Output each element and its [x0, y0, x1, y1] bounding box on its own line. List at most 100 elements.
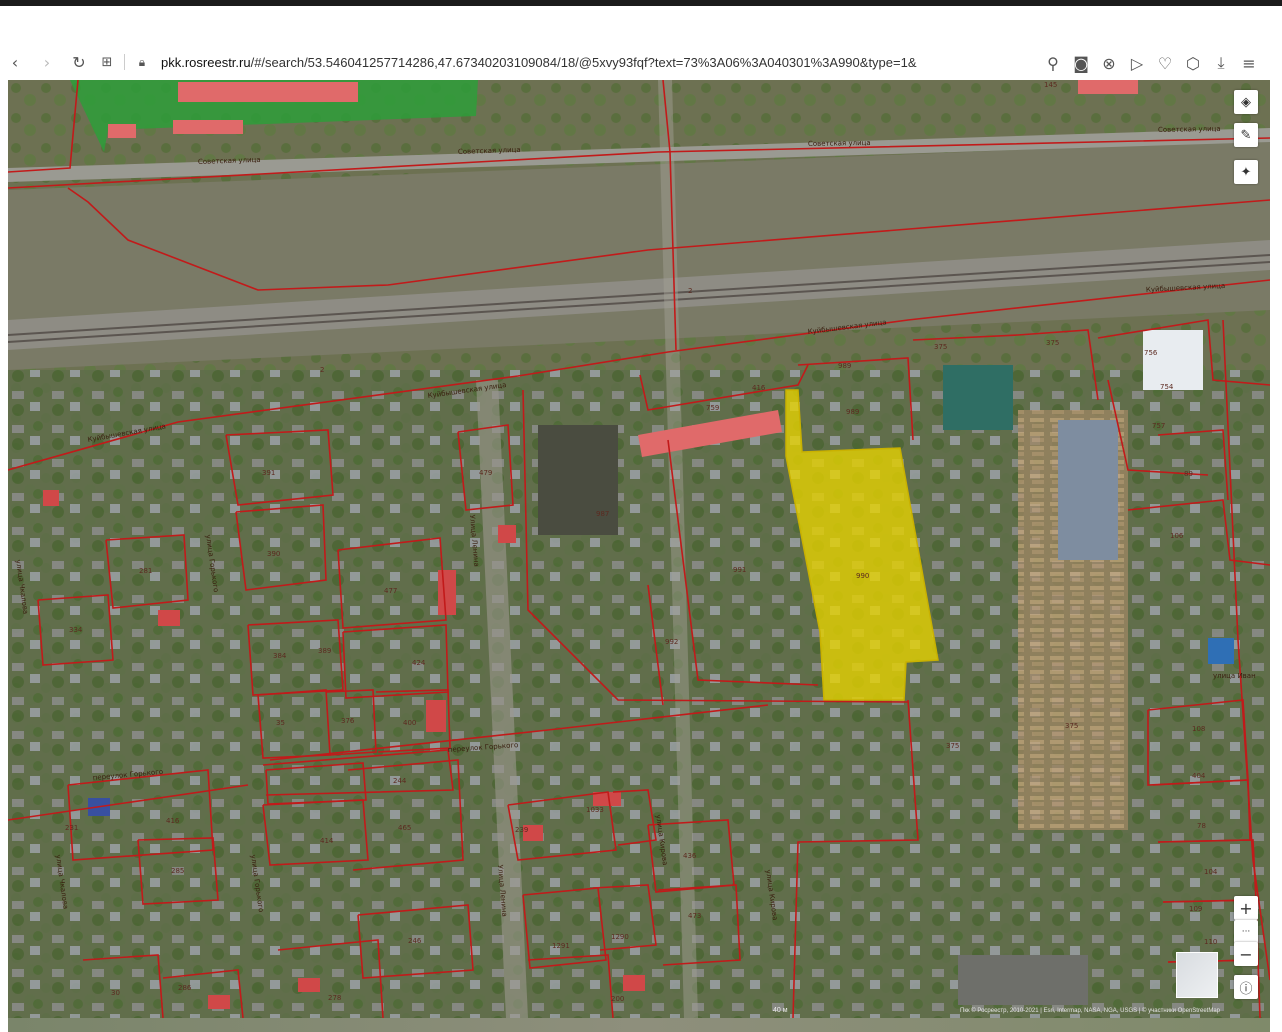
parcel-label[interactable]: 35 [276, 719, 285, 727]
back-icon[interactable]: ‹ [11, 52, 19, 72]
download-icon[interactable]: ⤓ [1217, 53, 1225, 72]
parcel-label[interactable]: 384 [273, 652, 287, 660]
map-overflow-strip [8, 1018, 1270, 1032]
dots-icon: ··· [1241, 927, 1251, 937]
parcel-label[interactable]: 78 [1197, 822, 1206, 830]
parcel-label[interactable]: 231 [65, 824, 78, 832]
camera-icon[interactable]: ◙ [1073, 53, 1089, 73]
street-label: Советская улица [808, 139, 871, 148]
minimap[interactable] [1176, 952, 1218, 998]
parcel-label[interactable]: 391 [262, 469, 275, 477]
parcel-label[interactable]: 30 [111, 989, 120, 997]
green-parcel[interactable] [70, 80, 478, 152]
parcel-label[interactable]: 389 [318, 647, 331, 655]
parcel-label[interactable]: 375 [946, 742, 959, 750]
parcel-label[interactable]: 479 [479, 469, 492, 477]
lock-icon[interactable]: 🔒︎ [138, 54, 146, 69]
toolbar-actions: ⚲ ◙ ⊗ ▷ ♡ ⬡ ⤓ ≡ [1042, 52, 1260, 74]
parcel-label[interactable]: 477 [384, 587, 397, 595]
parcel-label[interactable]: 108 [1192, 725, 1205, 733]
parcel-label[interactable]: 400 [403, 719, 416, 727]
street-label: Советская улица [458, 146, 521, 156]
parcel-label[interactable]: 334 [69, 626, 83, 634]
parcel-label[interactable]: 414 [320, 837, 334, 845]
parcel-label[interactable]: 286 [178, 984, 192, 992]
parcel-label[interactable]: 1290 [611, 933, 629, 941]
map-canvas: 990 989 989 987 991 992 479 391 390 281 … [8, 80, 1270, 1018]
selected-parcel-990[interactable] [785, 389, 939, 701]
parcel-label-selected[interactable]: 990 [856, 572, 869, 580]
top-border [0, 0, 1282, 6]
more-button[interactable]: ··· [1234, 920, 1258, 944]
draw-button[interactable]: ✎ [1234, 123, 1258, 147]
parcel-label[interactable]: 987 [596, 510, 609, 518]
parcel-label[interactable]: 473 [688, 912, 701, 920]
parcel-label[interactable]: 285 [171, 867, 184, 875]
parcel-label[interactable]: 992 [665, 638, 678, 646]
parcel-label[interactable]: 989 [838, 362, 851, 370]
parcel-label[interactable]: 991 [733, 566, 746, 574]
parcel-label[interactable]: 404 [1192, 772, 1206, 780]
parcel-label[interactable]: 89 [1184, 470, 1193, 478]
parcel-label[interactable]: 759 [706, 404, 719, 412]
menu-icon[interactable]: ≡ [1242, 53, 1256, 73]
parcel-label[interactable]: 375 [1046, 339, 1059, 347]
info-button[interactable]: ⓘ [1234, 975, 1258, 999]
parcel-label[interactable]: 1291 [552, 942, 570, 950]
parcel-label[interactable]: 200 [611, 995, 624, 1003]
reload-icon[interactable]: ↻ [72, 52, 86, 72]
send-icon[interactable]: ▷ [1130, 53, 1144, 73]
zoom-out-button[interactable]: − [1234, 942, 1258, 966]
cube-icon[interactable]: ⬡ [1186, 53, 1200, 73]
parcel-label[interactable]: 424 [412, 659, 426, 667]
parcel-label[interactable]: 110 [1204, 938, 1217, 946]
search-icon[interactable]: ⚲ [1047, 53, 1059, 73]
street-label: улица Иван [1213, 672, 1256, 680]
url-host: pkk.rosreestr.ru [161, 54, 251, 70]
address-bar[interactable]: pkk.rosreestr.ru/#/search/53.54604125771… [161, 55, 981, 70]
parcel-label[interactable]: 390 [267, 550, 280, 558]
parcel-label[interactable]: 756 [1144, 349, 1158, 357]
parcel-label[interactable]: 436 [683, 852, 697, 860]
parcel-label[interactable]: 2 [320, 366, 324, 374]
parcel-label[interactable]: 989 [846, 408, 859, 416]
forward-icon[interactable]: › [43, 52, 51, 72]
plus-icon: + [1239, 898, 1253, 918]
zoom-in-button[interactable]: + [1234, 896, 1258, 920]
building-red [638, 410, 782, 457]
cadastral-map[interactable]: 990 989 989 987 991 992 479 391 390 281 … [8, 80, 1270, 1018]
parcel-label[interactable]: 246 [408, 937, 422, 945]
parcel-label[interactable]: 1033 [586, 806, 604, 814]
grid-icon[interactable]: ⊞ [101, 54, 113, 70]
locate-button[interactable]: ✦ [1234, 160, 1258, 184]
layers-button[interactable]: ◈ [1234, 90, 1258, 114]
parcel-label[interactable]: 109 [1189, 905, 1202, 913]
info-icon: ⓘ [1239, 981, 1253, 997]
parcel-label[interactable]: 465 [398, 824, 411, 832]
parcel-label[interactable]: 757 [1152, 422, 1165, 430]
parcel-label[interactable]: 239 [515, 826, 528, 834]
minus-icon: − [1239, 944, 1253, 964]
close-circle-icon[interactable]: ⊗ [1102, 53, 1116, 73]
parcel-label[interactable]: 145 [1044, 81, 1057, 89]
pencil-icon: ✎ [1240, 127, 1252, 143]
parcel-label[interactable]: 2 [688, 287, 692, 295]
parcel-label[interactable]: 104 [1204, 868, 1218, 876]
street-label: Советская улица [1158, 125, 1221, 134]
layers-icon: ◈ [1241, 94, 1251, 110]
parcel-label[interactable]: 375 [1065, 722, 1078, 730]
parcel-label[interactable]: 375 [934, 343, 947, 351]
parcel-label[interactable]: 416 [166, 817, 180, 825]
parcel-label[interactable]: 376 [341, 717, 355, 725]
parcel-label[interactable]: 278 [328, 994, 341, 1002]
parcel-label[interactable]: 754 [1160, 383, 1174, 391]
parcel-label[interactable]: 416 [752, 384, 766, 392]
parcel-label[interactable]: 106 [1170, 532, 1184, 540]
parcel-label[interactable]: 281 [139, 567, 152, 575]
street-label: Советская улица [198, 156, 261, 166]
attribution: Пкк © Росреестр, 2010-2021 | Esri, Inter… [960, 1008, 1220, 1014]
browser-toolbar: ‹ › ↻ ⊞ 🔒︎ pkk.rosreestr.ru/#/search/53.… [0, 44, 1282, 80]
parcel-label[interactable]: 244 [393, 777, 407, 785]
heart-icon[interactable]: ♡ [1157, 53, 1173, 73]
crosshair-icon: ✦ [1240, 164, 1252, 180]
